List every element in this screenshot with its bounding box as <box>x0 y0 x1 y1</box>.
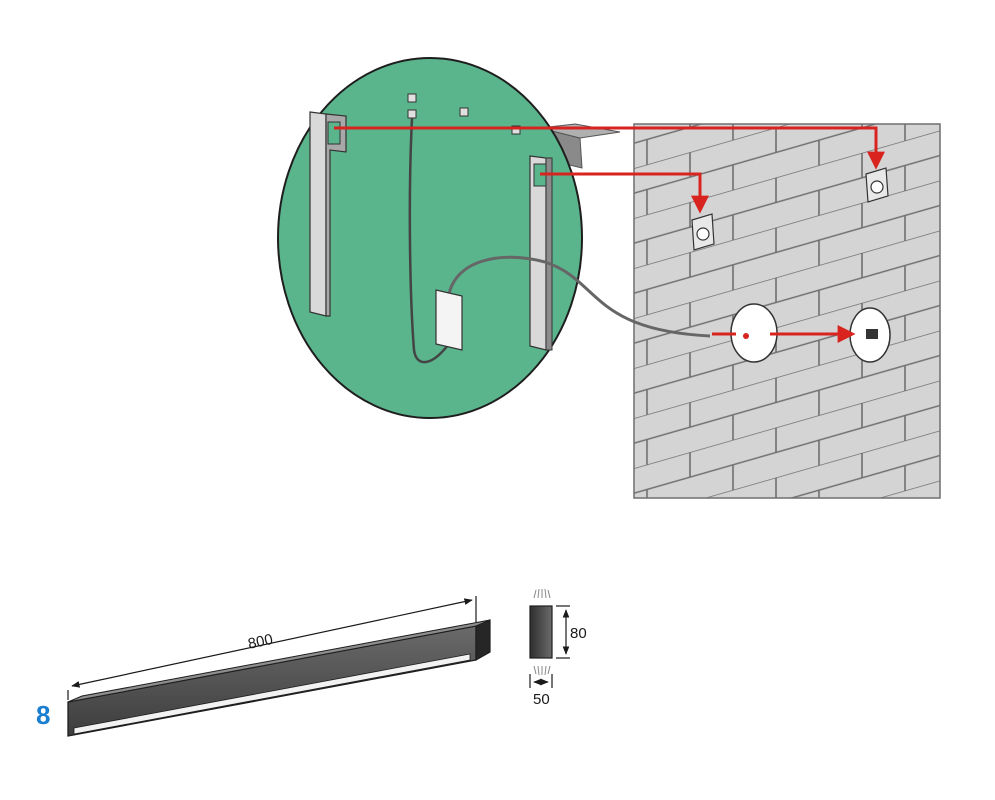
led-bar-fixture <box>67 619 491 737</box>
led-driver <box>435 289 463 351</box>
wall-hook-right <box>865 167 889 203</box>
wall-hook-left <box>691 213 715 251</box>
profile-section <box>529 588 553 676</box>
mirror-bracket-right <box>529 155 553 351</box>
length-label: 800 <box>246 631 274 653</box>
power-cable <box>408 117 711 364</box>
brick-wall <box>633 123 941 499</box>
wall-socket <box>849 307 891 363</box>
width-dimension <box>529 674 553 688</box>
mirror-back <box>277 57 583 419</box>
installation-arrows <box>334 126 885 343</box>
height-label: 80 <box>570 625 587 642</box>
step-number: 8 <box>36 700 50 730</box>
width-label: 50 <box>533 691 550 708</box>
height-dimension <box>556 605 570 659</box>
length-dimension <box>67 596 477 700</box>
